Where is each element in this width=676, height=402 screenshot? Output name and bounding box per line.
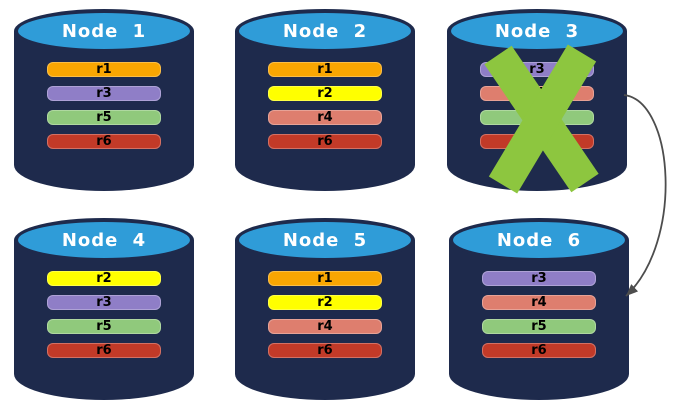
replica-label: r1 (317, 62, 333, 77)
replica-bar: r4 (268, 319, 382, 334)
node-6-cylinder-top: Node 6 (449, 218, 629, 262)
replica-bar: r6 (47, 134, 161, 149)
replica-label: r2 (317, 295, 333, 310)
node-5-cylinder-top: Node 5 (235, 218, 415, 262)
node-4-title: Node 4 (61, 230, 147, 251)
replica-label: r6 (531, 343, 547, 358)
replica-label: r6 (317, 343, 333, 358)
node-4: Node 4 r2 r3 r5 r6 (14, 218, 194, 400)
node-2-cylinder-top: Node 2 (235, 9, 415, 53)
replica-bar: r6 (268, 134, 382, 149)
replica-bar: r6 (47, 343, 161, 358)
replica-label: r2 (317, 86, 333, 101)
replica-label: r4 (317, 319, 333, 334)
replica-bar: r4 (482, 295, 596, 310)
failure-x-icon (484, 44, 599, 194)
replica-bar: r5 (482, 319, 596, 334)
node-6-replicas: r3 r4 r5 r6 (482, 271, 596, 367)
replica-label: r1 (96, 62, 112, 77)
node-6: Node 6 r3 r4 r5 r6 (449, 218, 629, 400)
replica-bar: r3 (482, 271, 596, 286)
node-4-replicas: r2 r3 r5 r6 (47, 271, 161, 367)
node-5-replicas: r1 r2 r4 r6 (268, 271, 382, 367)
replica-label: r3 (529, 62, 545, 77)
replica-label: r5 (96, 319, 112, 334)
replica-bar: r5 (47, 319, 161, 334)
node-4-cylinder-top: Node 4 (14, 218, 194, 262)
replica-label: r6 (317, 134, 333, 149)
replica-bar: r3 (47, 86, 161, 101)
replica-bar: r2 (268, 86, 382, 101)
node-1: Node 1 r1 r3 r5 r6 (14, 9, 194, 191)
replica-label: r3 (96, 295, 112, 310)
replica-label: r3 (96, 86, 112, 101)
node-3: Node 3 r3 r4 r5 r6 (447, 9, 627, 194)
replica-bar: r1 (268, 62, 382, 77)
replica-label: r1 (317, 271, 333, 286)
replica-bar: r2 (47, 271, 161, 286)
replica-label: r5 (531, 319, 547, 334)
node-2-title: Node 2 (282, 21, 368, 42)
replica-label: r6 (96, 134, 112, 149)
replica-label: r3 (531, 271, 547, 286)
node-1-cylinder-top: Node 1 (14, 9, 194, 53)
node-6-title: Node 6 (496, 230, 582, 251)
replica-bar: r5 (47, 110, 161, 125)
failover-arrow (623, 94, 667, 297)
node-3-cylinder-top: Node 3 (447, 9, 627, 53)
replica-label: r6 (96, 343, 112, 358)
node-2-replicas: r1 r2 r4 r6 (268, 62, 382, 158)
node-5: Node 5 r1 r2 r4 r6 (235, 218, 415, 400)
replica-label: r4 (317, 110, 333, 125)
node-2: Node 2 r1 r2 r4 r6 (235, 9, 415, 191)
replica-bar: r6 (482, 343, 596, 358)
replica-label: r4 (531, 295, 547, 310)
replica-bar: r1 (268, 271, 382, 286)
replica-bar: r6 (268, 343, 382, 358)
node-1-title: Node 1 (61, 21, 147, 42)
replica-bar: r3 (47, 295, 161, 310)
node-5-title: Node 5 (282, 230, 368, 251)
replica-bar: r2 (268, 295, 382, 310)
replica-label: r5 (96, 110, 112, 125)
replica-bar: r1 (47, 62, 161, 77)
node-3-title: Node 3 (494, 21, 580, 42)
replica-bar: r4 (268, 110, 382, 125)
replica-label: r2 (96, 271, 112, 286)
node-1-replicas: r1 r3 r5 r6 (47, 62, 161, 158)
